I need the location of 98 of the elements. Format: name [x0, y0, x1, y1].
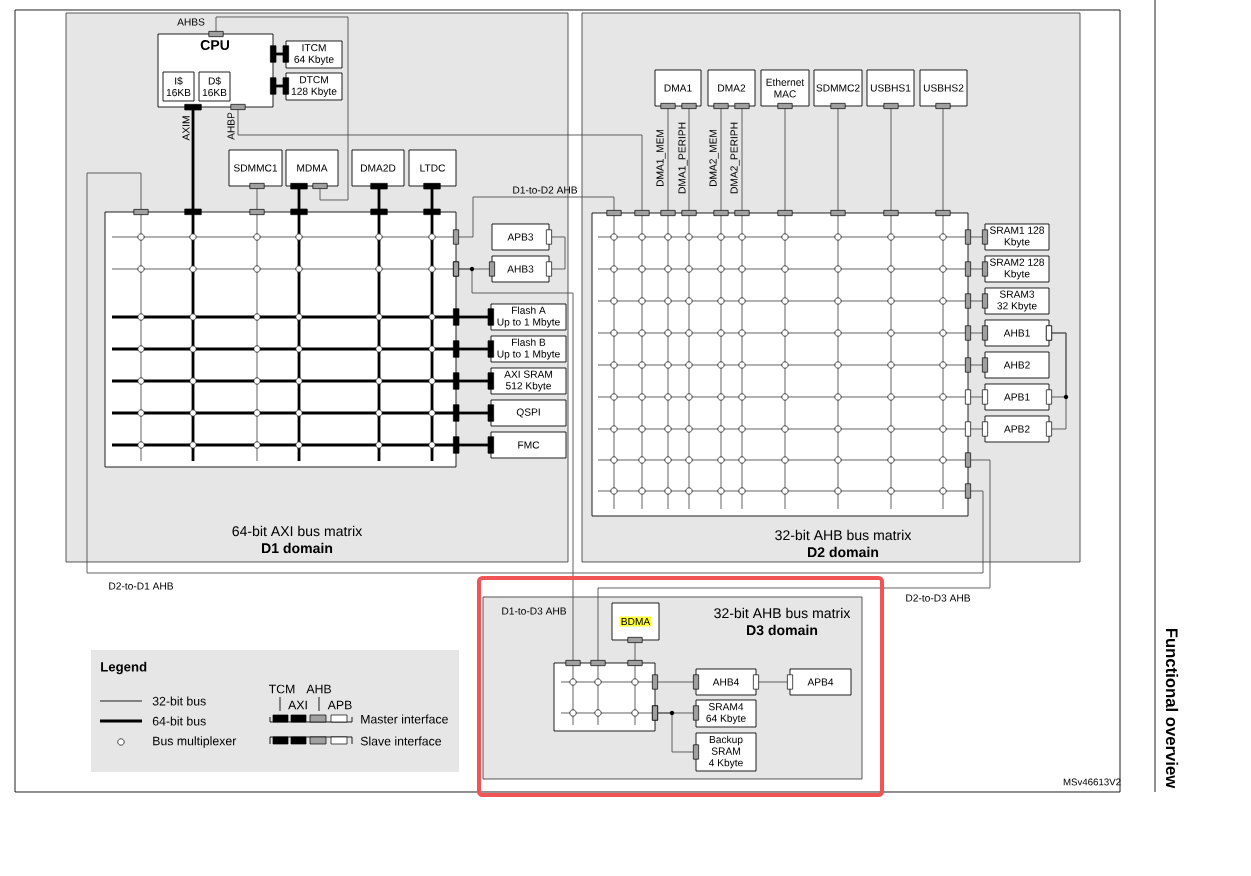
- legend-text: Master interface: [361, 714, 448, 724]
- bus-line: [290, 183, 308, 215]
- bus-line: [753, 674, 793, 690]
- legend-text: 64-bit bus: [152, 716, 206, 726]
- bus-line: [546, 229, 566, 277]
- bus-line: [370, 183, 388, 215]
- bus-label: D1-to-D2 AHB: [513, 186, 577, 194]
- bus-line: [965, 389, 988, 405]
- bus-label: AHBS: [177, 18, 205, 26]
- module-box: SRAM3 32 Kbyte: [984, 287, 1050, 315]
- module-box: SDMMC2: [813, 69, 863, 107]
- module-box: APB4: [789, 668, 852, 696]
- module-box: USBHS2: [919, 69, 968, 107]
- module-box: MDMA: [285, 149, 339, 187]
- module-box: QSPI: [490, 399, 567, 427]
- bus-line: [249, 183, 265, 215]
- bus-line: [660, 103, 676, 216]
- bus-label: DMA1_PERIPH: [678, 122, 688, 194]
- module-box: APB2: [984, 415, 1050, 443]
- bus-line: [184, 104, 202, 215]
- module-box: SDMMC1: [228, 149, 283, 187]
- legend-text: Bus multiplexer: [153, 736, 237, 748]
- legend-text: 32-bit bus: [152, 696, 206, 706]
- bus-line: [453, 340, 494, 358]
- bus-line: [453, 436, 494, 454]
- figure-id: MSv46613V2: [1063, 778, 1121, 786]
- module-box: AHB2: [984, 351, 1050, 379]
- bus-label: D2-to-D3 AHB: [906, 594, 970, 602]
- bus-line: [652, 674, 699, 690]
- module-box: DMA2D: [351, 149, 405, 187]
- bus-line: [453, 196, 622, 245]
- module-box: BDMA: [611, 602, 660, 641]
- bus-line: [777, 103, 793, 216]
- bus-line: [230, 104, 650, 216]
- bus-line: [652, 705, 699, 760]
- module-box: Flash A Up to 1 Mbyte: [490, 303, 567, 331]
- bus-line: [423, 183, 441, 215]
- module-box: FMC: [490, 431, 567, 459]
- module-box: AHB3: [491, 255, 550, 283]
- crossbar-matrix: [591, 212, 969, 517]
- bus-line: [965, 421, 988, 437]
- column-label: AXI: [288, 700, 307, 710]
- module-box: DTCM 128 Kbyte: [285, 72, 343, 101]
- bus-line: [453, 308, 494, 326]
- bus-line: [453, 372, 494, 390]
- crossbar-matrix: [104, 211, 457, 468]
- bus-label: DMA1_MEM: [656, 129, 666, 187]
- crossbar-matrix: [553, 662, 656, 732]
- bus-line: [965, 261, 988, 277]
- column-label: APB: [327, 700, 352, 710]
- module-box: DMA1: [654, 69, 702, 107]
- bus-line: [965, 229, 988, 245]
- bus-line: [965, 293, 988, 309]
- bus-line: [453, 404, 494, 422]
- legend-title: Legend: [101, 661, 147, 675]
- bus-line: [627, 637, 643, 666]
- module-box: SRAM1 128 Kbyte: [984, 223, 1050, 251]
- bus-line: [965, 357, 988, 373]
- bus-line: [453, 261, 581, 666]
- bus-line: [935, 103, 951, 216]
- module-box: AHB1: [984, 319, 1050, 347]
- module-box: DMA2: [707, 69, 756, 107]
- bus-line: [830, 103, 846, 216]
- module-box: Backup SRAM 4 Kbyte: [695, 732, 757, 772]
- bus-line: [270, 77, 289, 95]
- module-box: I$ 16KB: [162, 71, 195, 102]
- module-box: AXI SRAM 512 Kbyte: [490, 367, 567, 395]
- bus-line: [713, 103, 729, 216]
- bus-line: [883, 103, 899, 216]
- legend-text: Slave interface: [360, 736, 442, 746]
- module-box: LTDC: [408, 149, 457, 187]
- module-box: ITCM 64 Kbyte: [285, 40, 343, 69]
- column-label: TCM: [268, 684, 295, 694]
- bus-label: AXIM: [182, 116, 190, 141]
- module-box: APB3: [491, 223, 550, 251]
- section-title: Functional overview: [1165, 628, 1179, 789]
- module-box: SRAM4 64 Kbyte: [695, 699, 757, 728]
- module-box: D$ 16KB: [198, 71, 231, 102]
- module-box: Flash B Up to 1 Mbyte: [490, 335, 567, 363]
- bus-label: D1-to-D3 AHB: [502, 607, 566, 615]
- bus-label: D2-to-D1 AHB: [109, 582, 173, 590]
- bus-line: [1046, 325, 1067, 437]
- bus-line: [681, 103, 697, 216]
- bus-label: AHBP: [227, 112, 235, 140]
- bus-line: [270, 45, 289, 63]
- bus-label: DMA2_PERIPH: [730, 122, 740, 194]
- bus-line: [86, 172, 984, 574]
- bus-line: [734, 103, 750, 216]
- bus-label: DMA2_MEM: [709, 129, 719, 187]
- module-box: APB1: [984, 383, 1050, 411]
- module-box: USBHS1: [866, 69, 915, 107]
- module-box: SRAM2 128 Kbyte: [984, 255, 1050, 283]
- bus-line: [208, 16, 349, 201]
- bus-line: [590, 452, 991, 666]
- bus-line: [965, 325, 988, 341]
- module-box: Ethernet MAC: [760, 69, 810, 107]
- column-label: AHB: [306, 684, 331, 694]
- module-box: AHB4: [695, 668, 757, 696]
